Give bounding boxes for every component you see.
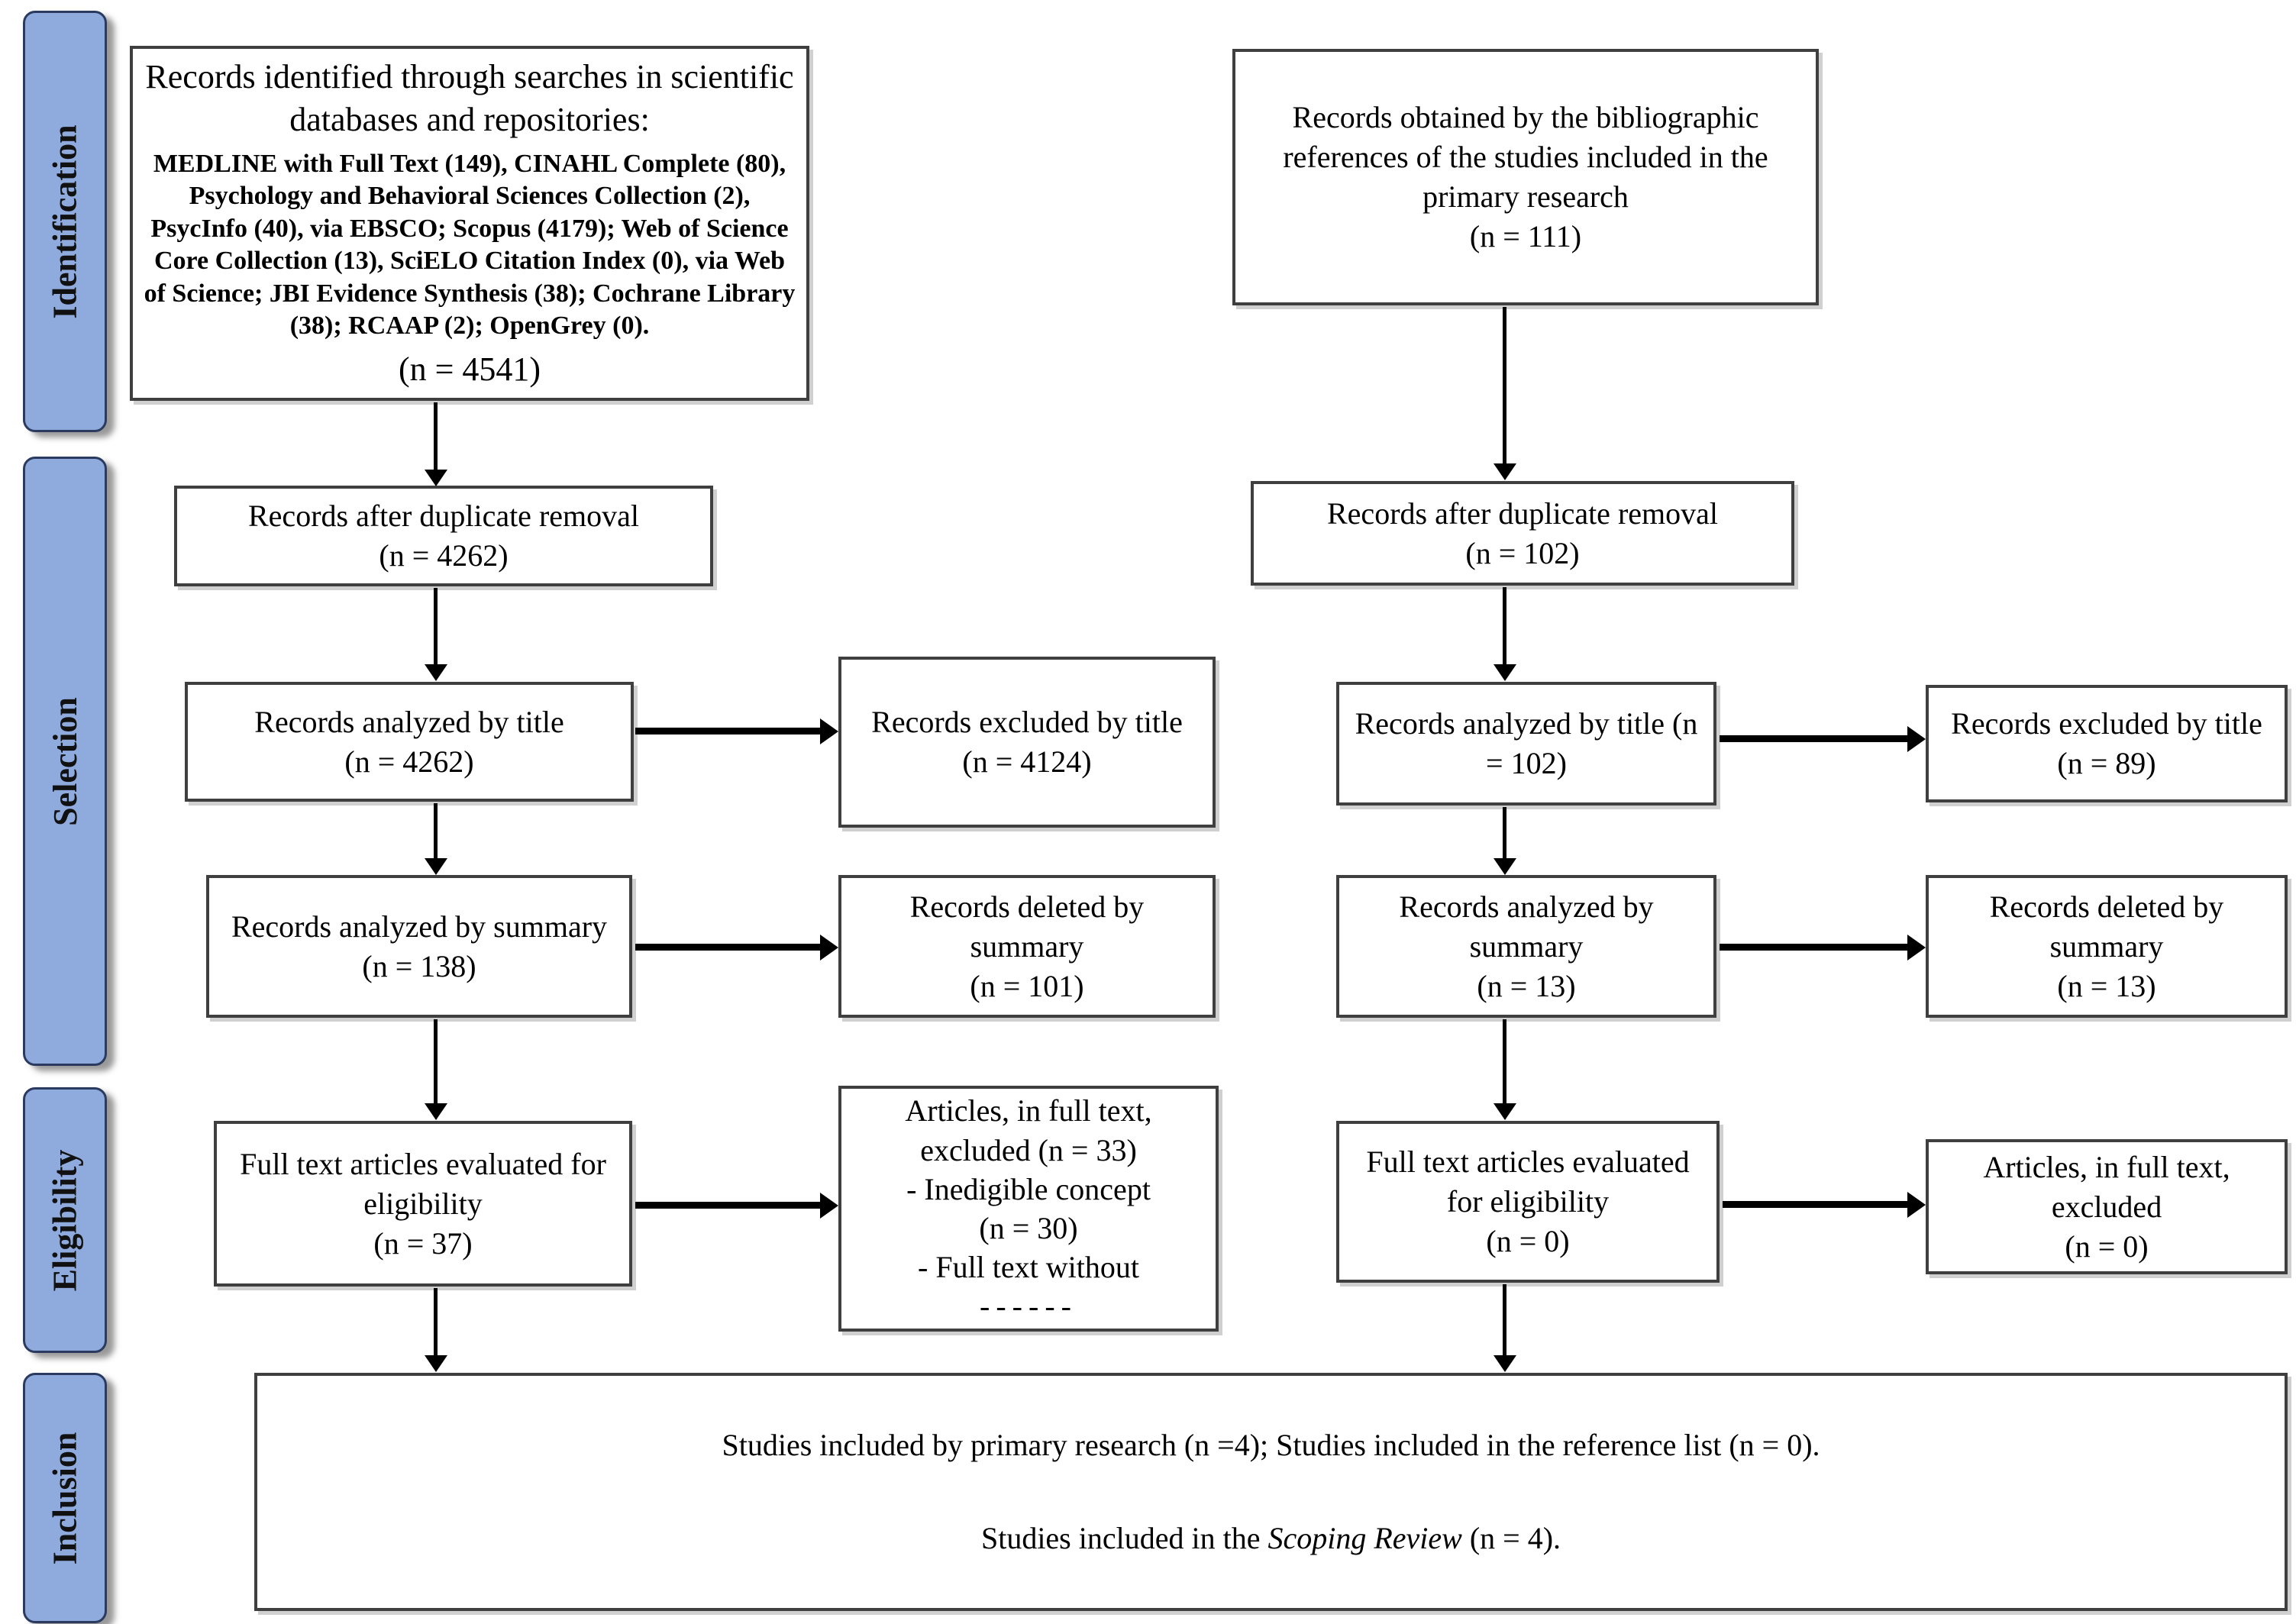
right-fulltext-evaluated-text: Full text articles evaluated for eligibi… bbox=[1366, 1145, 1690, 1219]
arrow-left-summary-deleted bbox=[635, 944, 820, 951]
stage-selection: Selection bbox=[23, 457, 107, 1066]
box-right-analyzed-by-summary: Records analyzed by summary (n = 13) bbox=[1336, 875, 1716, 1018]
studies-included-line2-italic: Scoping Review bbox=[1267, 1521, 1462, 1555]
stage-eligibility-label: Eligibility bbox=[46, 1149, 84, 1291]
box-records-identified: Records identified through searches in s… bbox=[130, 46, 809, 401]
arrow-right-fulltext-excluded bbox=[1723, 1201, 1907, 1208]
arrow-right-summary-to-fulltext bbox=[1503, 1019, 1506, 1105]
box-right-excluded-by-title: Records excluded by title (n = 89) bbox=[1926, 685, 2288, 802]
right-duplicate-removal-text: Records after duplicate removal bbox=[1327, 496, 1718, 531]
box-left-excluded-by-title: Records excluded by title (n = 4124) bbox=[838, 657, 1216, 828]
arrow-right-fulltext-to-included bbox=[1503, 1284, 1506, 1357]
records-identified-sources: MEDLINE with Full Text (149), CINAHL Com… bbox=[144, 149, 796, 341]
stage-identification-label: Identification bbox=[46, 124, 84, 319]
arrow-right-title-to-summary bbox=[1503, 807, 1506, 860]
right-fulltext-excluded-count: (n = 0) bbox=[2065, 1228, 2149, 1264]
studies-included-line2-prefix: Studies included in the bbox=[980, 1521, 1268, 1555]
left-fulltext-excluded-line2: excluded (n = 33) bbox=[920, 1132, 1137, 1167]
arrow-left-identified-to-duplicates bbox=[434, 402, 438, 471]
arrow-left-title-excluded bbox=[635, 728, 820, 735]
box-studies-included: Studies included by primary research (n … bbox=[254, 1373, 2288, 1611]
records-from-references-text: Records obtained by the bibliographic re… bbox=[1283, 100, 1768, 214]
box-right-fulltext-evaluated: Full text articles evaluated for eligibi… bbox=[1336, 1121, 1720, 1283]
box-records-from-references: Records obtained by the bibliographic re… bbox=[1232, 49, 1819, 305]
right-deleted-by-summary-count: (n = 13) bbox=[2057, 968, 2156, 1003]
box-right-fulltext-excluded: Articles, in full text, excluded (n = 0) bbox=[1926, 1139, 2288, 1274]
box-left-deleted-by-summary: Records deleted by summary (n = 101) bbox=[838, 875, 1216, 1018]
box-right-analyzed-by-title: Records analyzed by title (n = 102) bbox=[1336, 682, 1716, 806]
box-left-analyzed-by-summary: Records analyzed by summary (n = 138) bbox=[206, 875, 632, 1018]
stage-identification: Identification bbox=[23, 11, 107, 432]
arrow-right-summary-deleted bbox=[1720, 944, 1907, 951]
right-fulltext-evaluated-count: (n = 0) bbox=[1486, 1224, 1570, 1258]
arrow-left-duplicates-to-title bbox=[434, 588, 438, 666]
left-fulltext-excluded-line4: (n = 30) bbox=[979, 1211, 1078, 1245]
records-from-references-count: (n = 111) bbox=[1469, 219, 1582, 253]
right-deleted-by-summary-text: Records deleted by summary bbox=[1989, 889, 2224, 964]
arrow-left-summary-to-fulltext bbox=[434, 1019, 438, 1105]
box-right-deleted-by-summary: Records deleted by summary (n = 13) bbox=[1926, 875, 2288, 1018]
box-left-duplicate-removal: Records after duplicate removal (n = 426… bbox=[174, 486, 713, 586]
box-left-fulltext-excluded: Articles, in full text, excluded (n = 33… bbox=[838, 1086, 1219, 1332]
left-fulltext-evaluated-count: (n = 37) bbox=[373, 1225, 473, 1261]
left-analyzed-by-summary-text: Records analyzed by summary bbox=[231, 909, 608, 944]
studies-included-line2: Studies included in the Scoping Review (… bbox=[981, 1519, 1561, 1558]
left-deleted-by-summary-text: Records deleted by summary bbox=[909, 889, 1145, 964]
stage-eligibility: Eligibility bbox=[23, 1087, 107, 1353]
arrow-right-references-to-duplicates bbox=[1503, 307, 1506, 465]
arrow-left-fulltext-to-included bbox=[434, 1288, 438, 1357]
right-analyzed-by-summary-text: Records analyzed by summary bbox=[1399, 889, 1654, 964]
right-excluded-by-title-text: Records excluded by title (n = 89) bbox=[1951, 706, 2262, 780]
left-duplicate-removal-count: (n = 4262) bbox=[379, 538, 509, 573]
left-deleted-by-summary-count: (n = 101) bbox=[970, 968, 1084, 1003]
arrow-right-duplicates-to-title bbox=[1503, 587, 1506, 666]
studies-included-line1: Studies included by primary research (n … bbox=[722, 1428, 1820, 1462]
box-left-analyzed-by-title: Records analyzed by title (n = 4262) bbox=[185, 682, 634, 802]
left-duplicate-removal-text: Records after duplicate removal bbox=[248, 499, 639, 533]
right-analyzed-by-summary-count: (n = 13) bbox=[1477, 968, 1576, 1003]
records-identified-count: (n = 4541) bbox=[398, 350, 541, 388]
studies-included-line2-suffix: (n = 4). bbox=[1461, 1521, 1561, 1555]
arrow-right-title-excluded bbox=[1720, 735, 1907, 742]
right-analyzed-by-title-text: Records analyzed by title (n = 102) bbox=[1355, 706, 1698, 780]
stage-selection-label: Selection bbox=[46, 696, 84, 826]
box-right-duplicate-removal: Records after duplicate removal (n = 102… bbox=[1251, 481, 1794, 586]
left-fulltext-excluded-line1: Articles, in full text, bbox=[905, 1093, 1152, 1128]
arrow-left-fulltext-excluded bbox=[635, 1202, 820, 1209]
left-analyzed-by-title-count: (n = 4262) bbox=[344, 744, 474, 779]
arrow-left-title-to-summary bbox=[434, 803, 438, 860]
left-fulltext-excluded-line3: - Inedigible concept bbox=[906, 1171, 1151, 1206]
left-analyzed-by-summary-count: (n = 138) bbox=[362, 948, 476, 983]
left-fulltext-excluded-line6: ------ bbox=[980, 1289, 1077, 1324]
left-analyzed-by-title-text: Records analyzed by title bbox=[254, 704, 564, 739]
box-left-fulltext-evaluated: Full text articles evaluated for eligibi… bbox=[214, 1121, 632, 1287]
stage-inclusion-label: Inclusion bbox=[46, 1432, 84, 1564]
left-fulltext-excluded-line5: - Full text without bbox=[918, 1250, 1139, 1285]
left-excluded-by-title-count: (n = 4124) bbox=[962, 744, 1092, 779]
left-excluded-by-title-text: Records excluded by title bbox=[871, 705, 1183, 739]
right-fulltext-excluded-text: Articles, in full text, excluded bbox=[1983, 1149, 2230, 1224]
left-fulltext-evaluated-text: Full text articles evaluated for eligibi… bbox=[240, 1146, 606, 1221]
right-duplicate-removal-count: (n = 102) bbox=[1465, 535, 1580, 570]
stage-inclusion: Inclusion bbox=[23, 1373, 107, 1623]
records-identified-heading: Records identified through searches in s… bbox=[145, 58, 794, 139]
